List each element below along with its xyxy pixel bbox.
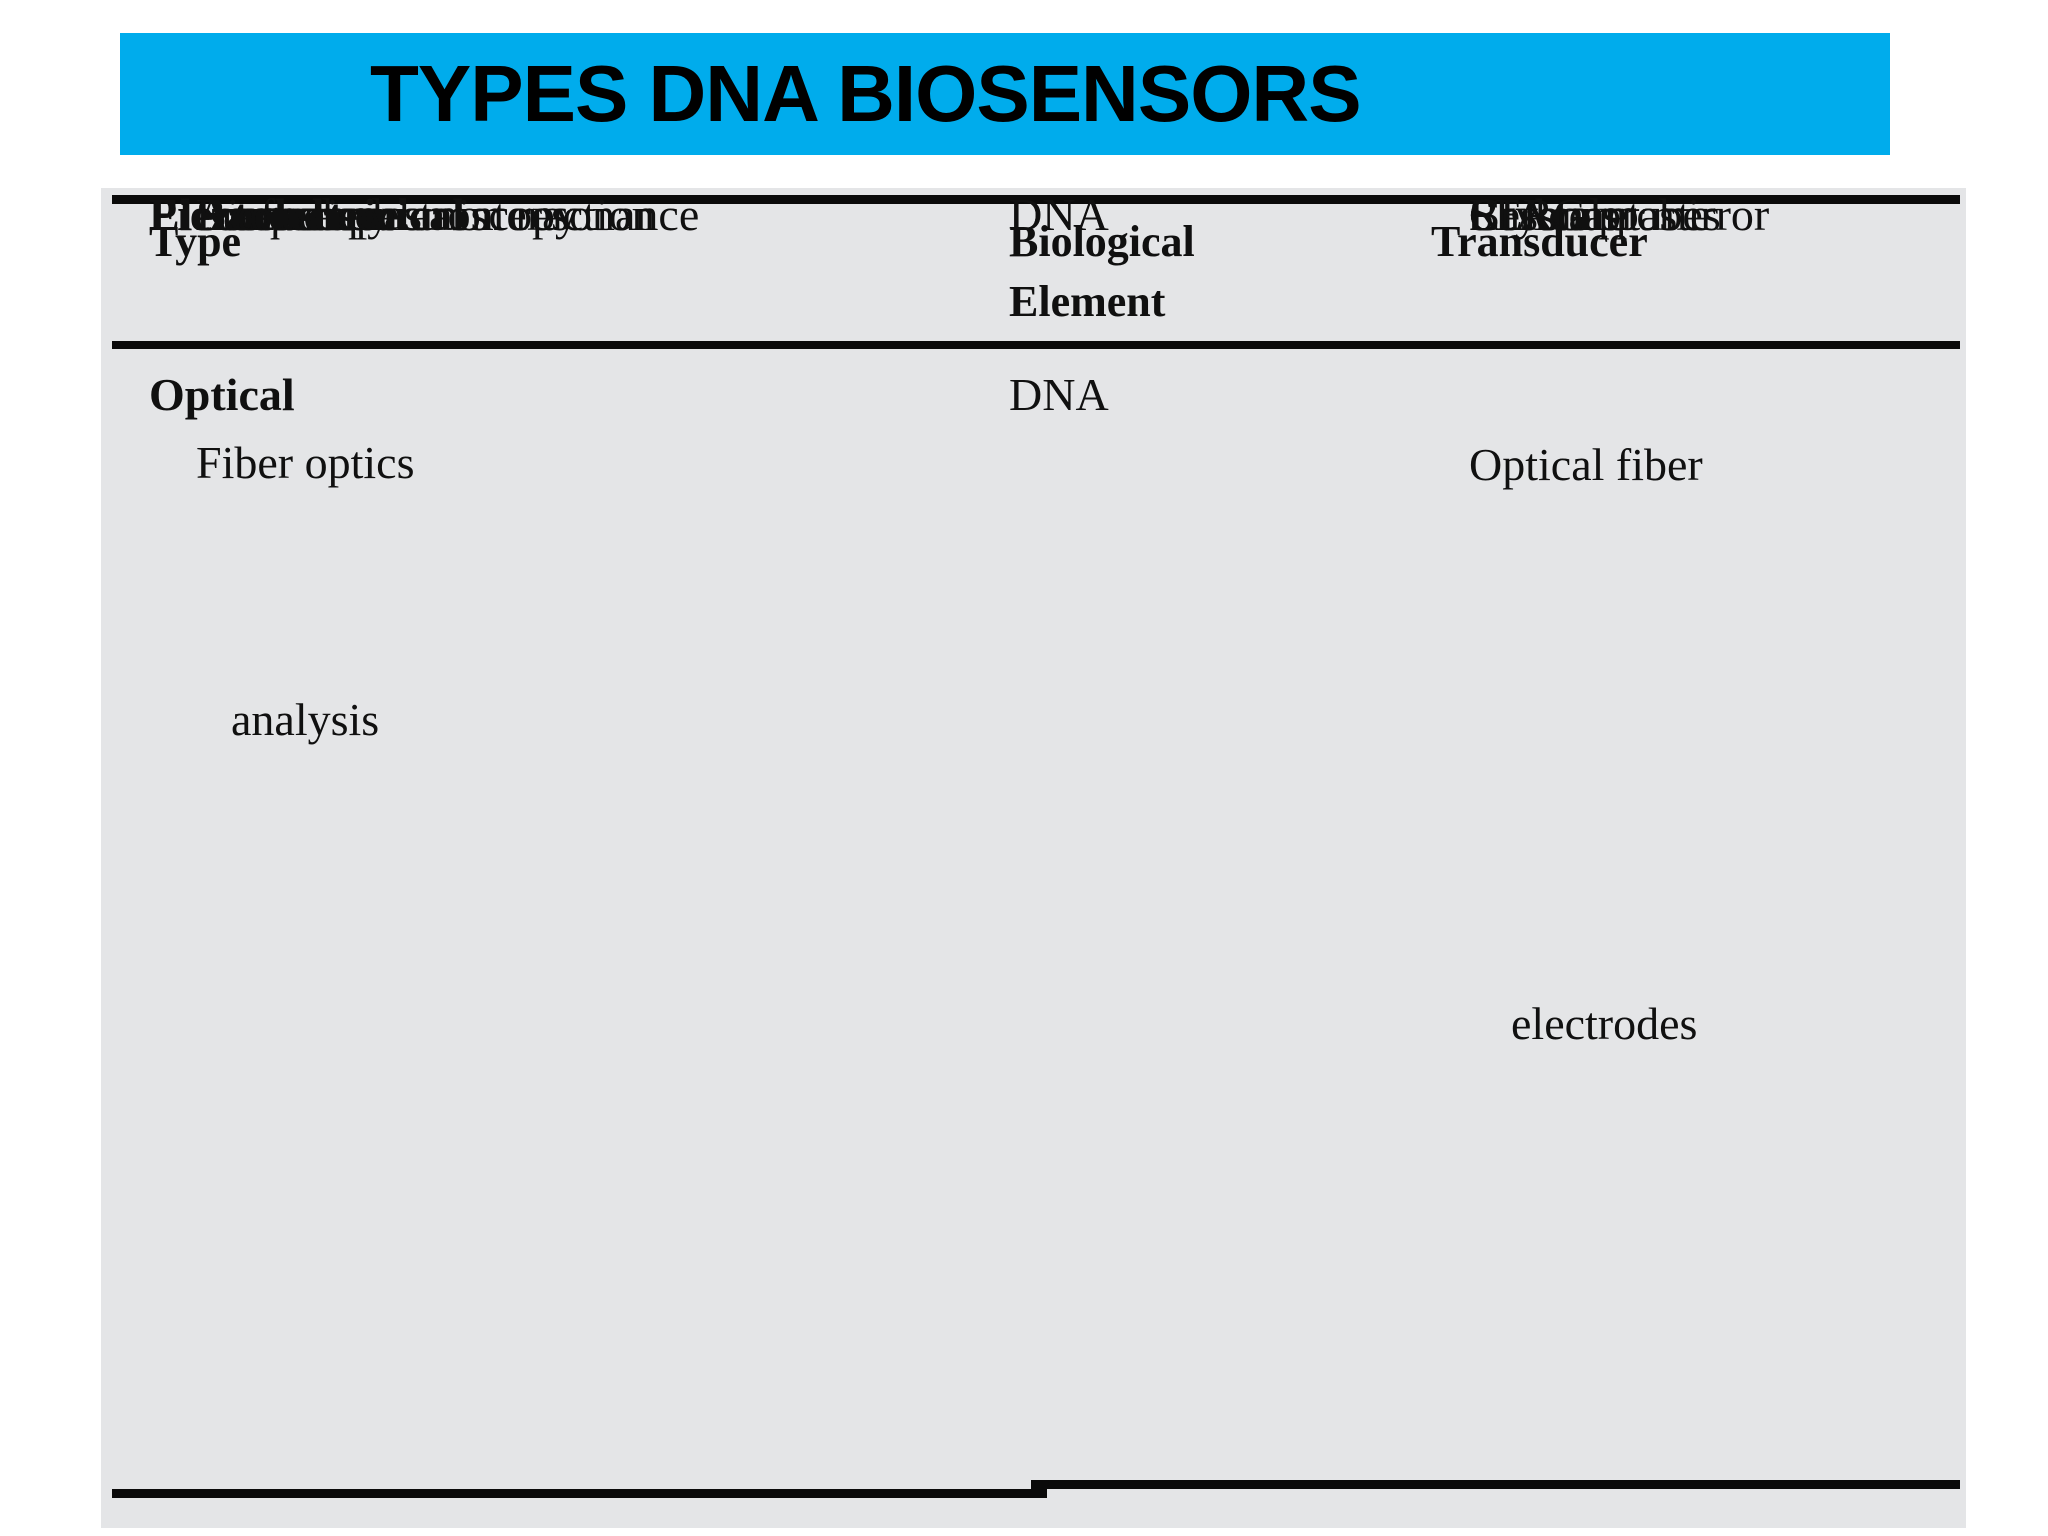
- row-type-acoustics: Acoustics: [196, 189, 378, 240]
- column-header-type: Type: [149, 217, 242, 266]
- row-transducer-carbon-paste-electrodes: electrodes: [1511, 998, 1698, 1049]
- table-bottom-rule-right: [1031, 1480, 1960, 1489]
- row-transducer-crystals-acoustics: Crystals: [1469, 189, 1620, 240]
- biological-element-electrochemical: DNA: [1009, 189, 1109, 240]
- row-type-fiber-optics: Fiber optics: [196, 437, 415, 488]
- row-type-surface-plasmon-resonance: Surface plasmon resonance: [196, 189, 700, 240]
- biosensor-types-table: Type Biological Element Transducer Optic…: [101, 188, 1966, 1528]
- table-top-rule: [112, 195, 1960, 204]
- row-type-frequency: Frequency: [196, 189, 391, 240]
- row-transducer-optical-fiber: Optical fiber: [1469, 439, 1703, 490]
- group-name-electrochemical: Electrochemical: [149, 189, 465, 240]
- biological-element-optical: DNA: [1009, 369, 1109, 420]
- group-name-optical: Optical: [149, 369, 295, 420]
- row-type-biomolecular-interaction: Biomolecular interaction: [196, 189, 655, 240]
- row-transducer-serg-probes: SERG probes: [1469, 189, 1721, 240]
- row-transducer-resonant-mirror: Resonant mirror: [1469, 189, 1770, 240]
- page-title: TYPES DNA BIOSENSORS: [370, 49, 1362, 138]
- column-header-transducer: Transducer: [1431, 217, 1648, 266]
- group-name-piezoelectric: Piezoelectric: [149, 189, 397, 240]
- row-transducer-carbon-paste: Carbon paste: [1469, 189, 1711, 240]
- row-transducer-biacore: BIAcore: [1469, 189, 1628, 240]
- table-header-rule: [112, 341, 1960, 349]
- title-banner: TYPES DNA BIOSENSORS: [120, 33, 1890, 155]
- biological-element-piezoelectric: DNA: [1009, 189, 1109, 240]
- column-header-biological-element-line1: Biological: [1009, 217, 1195, 266]
- column-header-biological-element-line2: Element: [1009, 277, 1166, 326]
- row-type-biomolecular-interaction-analysis: analysis: [231, 694, 380, 745]
- row-transducer-crystals-frequency: Crystals: [1469, 189, 1620, 240]
- table-bottom-rule-left: [112, 1489, 1047, 1498]
- row-type-raman-spectroscopy: Raman spectroscopy: [196, 189, 578, 240]
